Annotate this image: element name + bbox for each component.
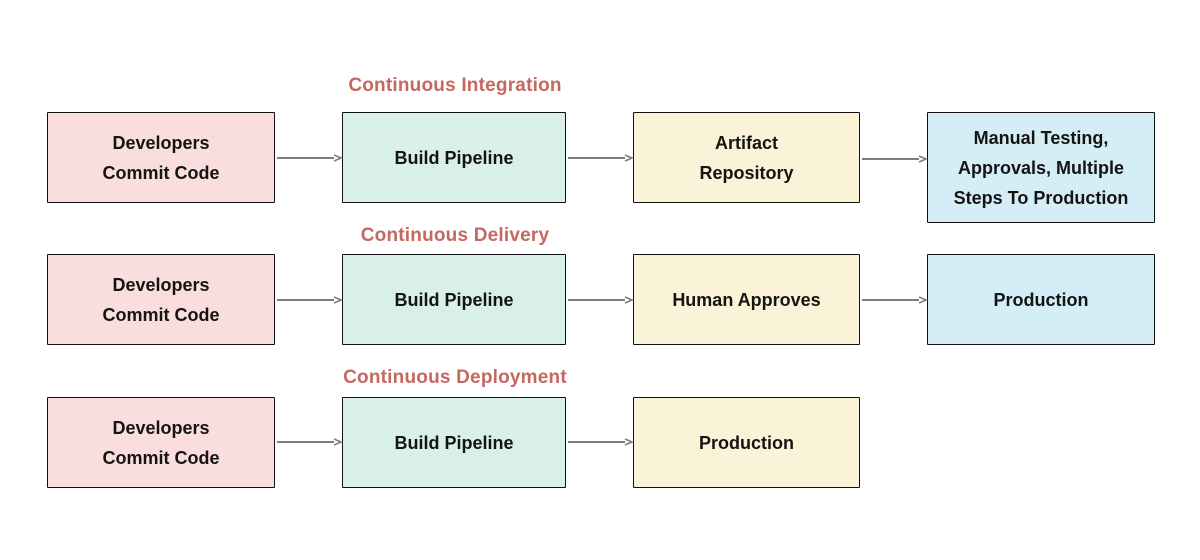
node-label-line: Developers (112, 274, 210, 295)
cd-human-approves-node: Human Approves (633, 254, 860, 345)
node-label-line: Production (993, 289, 1089, 310)
continuous-integration-title: Continuous Integration (348, 75, 562, 96)
node-label-line: Steps To Production (953, 187, 1129, 208)
node-label-line: Commit Code (102, 162, 220, 183)
node-label-line: Repository (699, 162, 794, 183)
cd-developers-commit-code-node: Developers Commit Code (47, 254, 275, 345)
cdep-production-node: Production (633, 397, 860, 488)
ci-build-pipeline-node: Build Pipeline (342, 112, 566, 203)
node-label-line: Developers (112, 417, 210, 438)
node-label-line: Artifact (714, 132, 778, 153)
ci-manual-testing-node: Manual Testing, Approvals, Multiple Step… (927, 112, 1155, 223)
ci-artifact-repository-node: Artifact Repository (633, 112, 860, 203)
continuous-delivery-title: Continuous Delivery (360, 225, 550, 246)
cdep-build-pipeline-node: Build Pipeline (342, 397, 566, 488)
node-label-line: Commit Code (102, 304, 220, 325)
node-label-line: Commit Code (102, 447, 220, 468)
node-label-line: Approvals, Multiple (957, 157, 1125, 178)
node-label-line: Human Approves (672, 289, 821, 310)
cdep-developers-commit-code-node: Developers Commit Code (47, 397, 275, 488)
node-label-line: Build Pipeline (394, 147, 514, 168)
node-label-line: Build Pipeline (394, 432, 514, 453)
node-label-line: Build Pipeline (394, 289, 514, 310)
cd-production-node: Production (927, 254, 1155, 345)
continuous-deployment-title: Continuous Deployment (343, 367, 567, 388)
node-label-line: Manual Testing, (973, 127, 1109, 148)
node-label-line: Production (699, 432, 794, 453)
node-label-line: Developers (112, 132, 210, 153)
cd-build-pipeline-node: Build Pipeline (342, 254, 566, 345)
ci-developers-commit-code-node: Developers Commit Code (47, 112, 275, 203)
